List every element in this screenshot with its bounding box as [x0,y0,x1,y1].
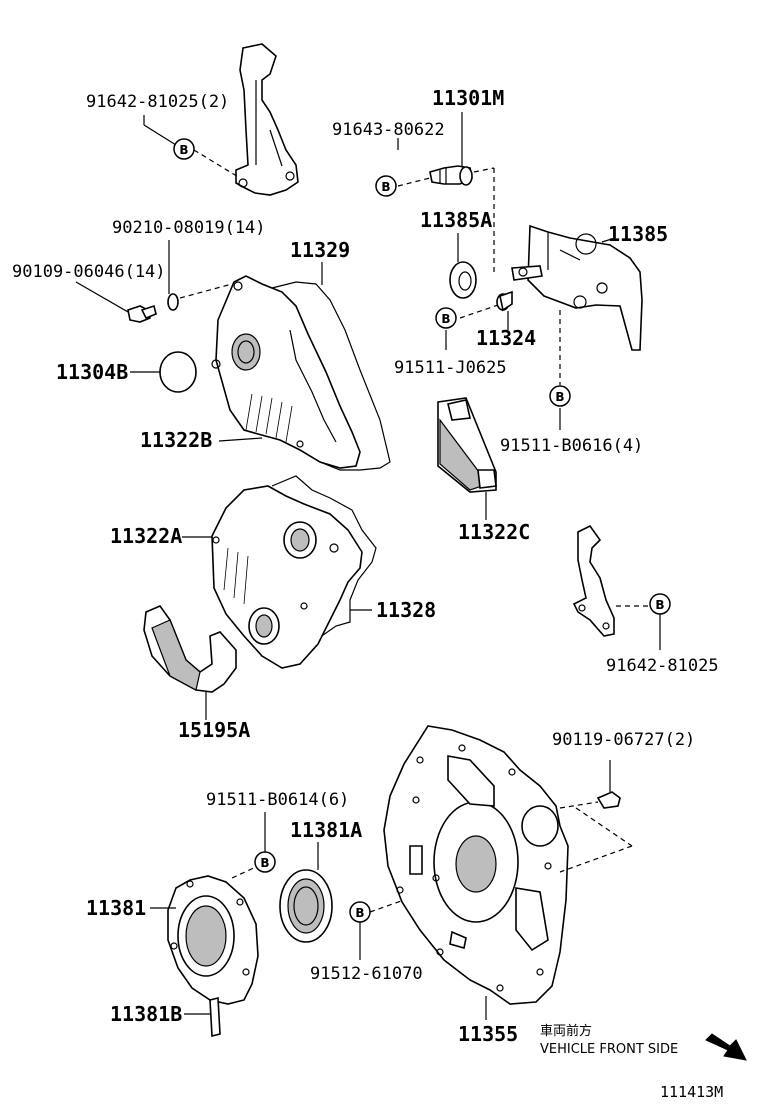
callout-b-5: B [649,593,671,615]
label-11385: 11385 [608,222,669,246]
svg-text:B: B [260,856,269,870]
label-11329: 11329 [290,238,351,262]
part-11385 [511,224,643,351]
label-90109-06046-14: 90109-06046(14) [12,262,166,282]
bracket-right [572,524,615,637]
callout-b-6: B [254,851,276,873]
direction-note-en: VEHICLE FRONT SIDE [540,1042,679,1057]
label-91642-81025-2: 91642-81025(2) [86,92,230,112]
label-11322C: 11322C [458,520,531,544]
part-11322A [211,485,363,669]
label-15195A: 15195A [178,718,251,742]
bolt-90119 [596,760,621,809]
callout-b-1: B [173,138,195,160]
bracket-top [235,43,299,196]
label-91511-B0614-6: 91511-B0614(6) [206,790,350,810]
label-11304B: 11304B [56,360,129,384]
label-11381A: 11381A [290,818,363,842]
svg-text:B: B [441,312,450,326]
direction-note-jp: 車両前方 [540,1024,593,1039]
svg-text:B: B [179,143,188,157]
part-11324 [496,290,513,312]
callout-b-3: B [435,307,457,329]
label-91643-80622: 91643-80622 [332,120,445,140]
part-11385A [449,261,477,299]
part-11304B [159,351,197,393]
diagram-id: 111413M [660,1083,724,1101]
label-11301M: 11301M [432,86,505,110]
label-11355: 11355 [458,1022,519,1046]
label-91642-81025: 91642-81025 [606,656,719,676]
callout-b-7: B [349,901,371,923]
washer-90210 [167,293,179,311]
svg-text:B: B [655,598,664,612]
part-11301M [429,165,473,186]
label-11381: 11381 [86,896,147,920]
callout-b-2: B [375,175,397,197]
label-11324: 11324 [476,326,537,350]
bolt-90109 [127,304,157,323]
front-arrow-icon [705,1033,747,1061]
part-11381A [279,869,333,943]
label-91511-J0625: 91511-J0625 [394,358,507,378]
svg-text:B: B [555,390,564,404]
part-11322C [437,397,497,493]
label-11322B: 11322B [140,428,213,452]
label-11385A: 11385A [420,208,493,232]
part-15195A [143,605,237,693]
part-11381 [167,875,259,1005]
label-91511-B0616-4: 91511-B0616(4) [500,436,644,456]
label-11328: 11328 [376,598,437,622]
label-11322A: 11322A [110,524,183,548]
svg-text:B: B [355,906,364,920]
part-11381B [209,996,221,1038]
part-11322B [211,275,361,469]
label-90119-06727-2: 90119-06727(2) [552,730,696,750]
label-11381B: 11381B [110,1002,183,1026]
label-91512-61070: 91512-61070 [310,964,423,984]
label-90210-08019-14: 90210-08019(14) [112,218,266,238]
svg-text:B: B [381,180,390,194]
part-11355 [383,725,569,1005]
callout-b-4: B [549,385,571,407]
part-11328-gasket [271,475,377,641]
